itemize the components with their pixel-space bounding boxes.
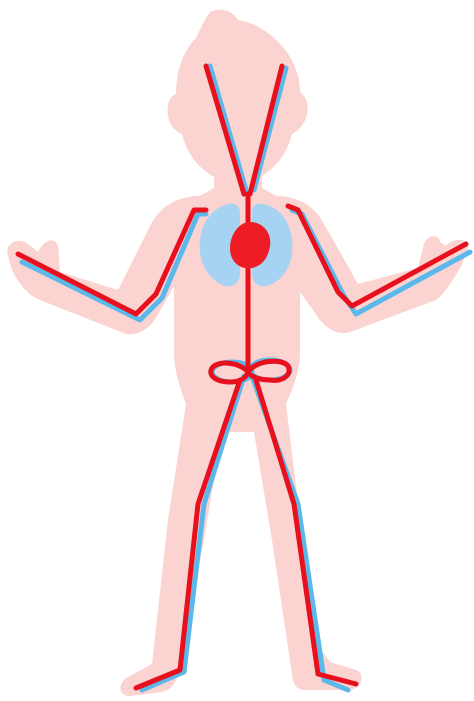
shoulders-shape <box>196 188 280 198</box>
head-shape <box>167 10 307 176</box>
body-silhouette <box>7 10 468 696</box>
